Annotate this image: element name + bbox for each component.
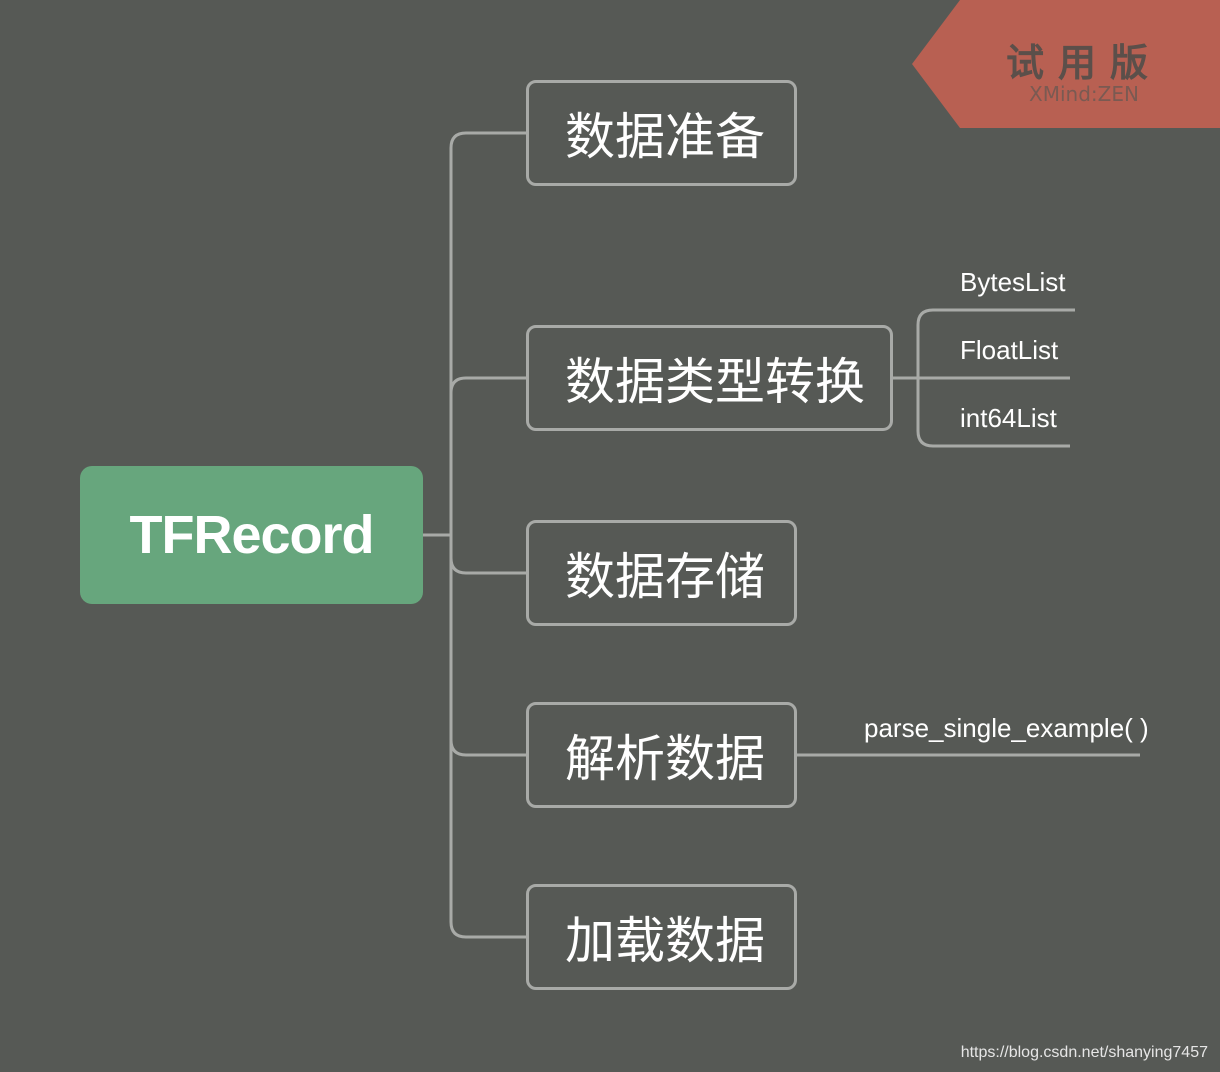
trial-badge-subtitle: XMind:ZEN — [1029, 82, 1139, 106]
topic-label: 加载数据 — [565, 912, 765, 970]
topic-label: 解析数据 — [565, 730, 765, 788]
trial-badge — [912, 0, 1220, 128]
underline-int64list — [916, 430, 1070, 448]
topic-label: 数据存储 — [565, 548, 765, 606]
subtopic-byteslist[interactable]: BytesList — [960, 267, 1066, 297]
branch-data-store — [449, 557, 526, 575]
topic-label: 数据准备 — [565, 108, 765, 166]
root-topic[interactable]: TFRecord — [80, 466, 423, 604]
trial-badge-title: 试用版 — [1005, 41, 1162, 85]
topic-data-prep[interactable]: 数据准备 — [526, 80, 797, 186]
branch-data-prep — [449, 131, 526, 149]
branch-load-data — [449, 921, 526, 939]
branch-type-convert — [449, 376, 526, 394]
topic-type-convert[interactable]: 数据类型转换 — [526, 325, 893, 431]
subtopic-floatlist[interactable]: FloatList — [960, 335, 1059, 365]
branch-parse-data — [449, 739, 526, 757]
subtopic-int64list[interactable]: int64List — [960, 403, 1057, 433]
subtopic-parse-single-example[interactable]: parse_single_example( ) — [864, 713, 1149, 743]
underline-byteslist — [916, 308, 1075, 326]
topic-label: 数据类型转换 — [565, 353, 865, 411]
source-watermark: https://blog.csdn.net/shanying7457 — [960, 1044, 1208, 1061]
root-topic-label: TFRecord — [129, 505, 374, 565]
topic-parse-data[interactable]: 解析数据 — [526, 702, 797, 808]
topic-load-data[interactable]: 加载数据 — [526, 884, 797, 990]
topic-data-store[interactable]: 数据存储 — [526, 520, 797, 626]
